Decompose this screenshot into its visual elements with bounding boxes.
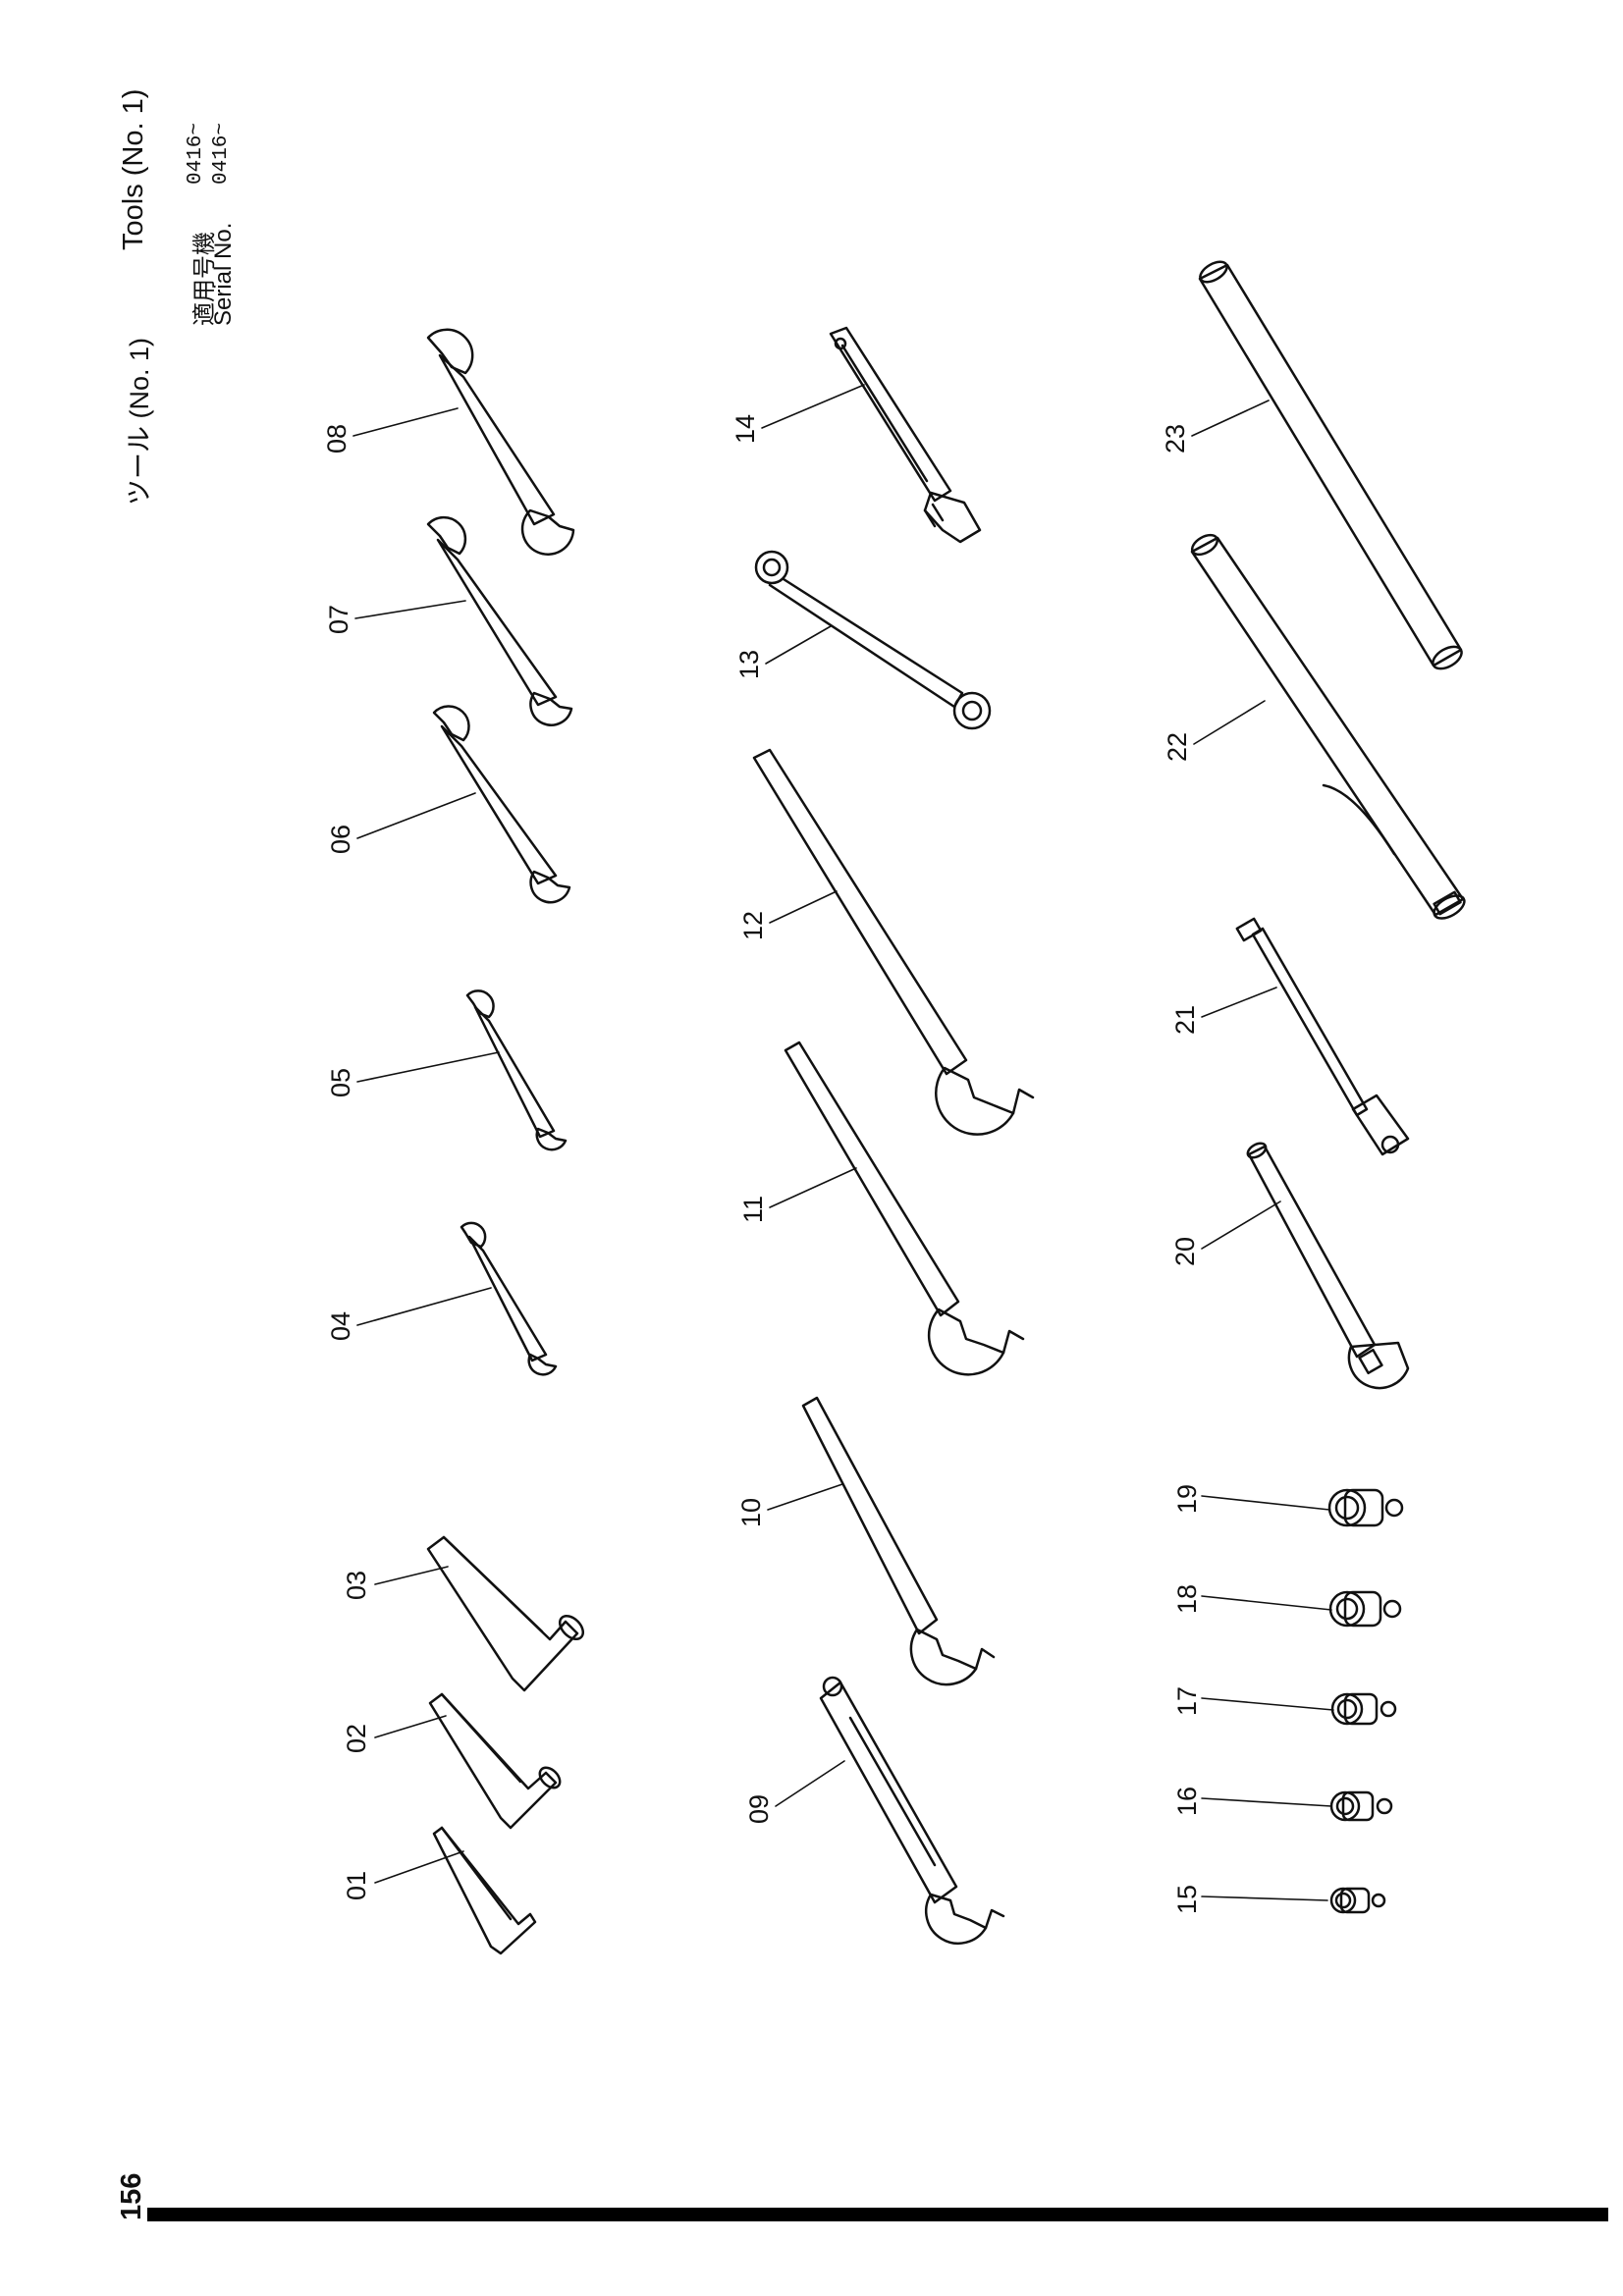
part-16 [1329, 1790, 1393, 1822]
part-label-21: 21 [1170, 1005, 1200, 1035]
part-06 [432, 705, 571, 904]
part-15 [1329, 1887, 1386, 1914]
part-21 [1235, 917, 1410, 1156]
part-17 [1330, 1692, 1397, 1726]
part-label-01: 01 [342, 1871, 371, 1900]
part-08 [426, 328, 575, 556]
part-23 [1198, 260, 1463, 670]
part-14 [829, 326, 982, 544]
part-07 [426, 515, 573, 726]
part-label-07: 07 [324, 605, 353, 634]
part-label-18: 18 [1172, 1584, 1202, 1614]
part-02 [428, 1692, 562, 1830]
part-label-14: 14 [730, 414, 760, 444]
part-01 [432, 1826, 537, 1955]
part-label-22: 22 [1163, 732, 1192, 762]
part-label-06: 06 [326, 825, 355, 854]
part-label-03: 03 [342, 1571, 371, 1600]
page-rule [147, 2208, 1608, 2221]
part-13 [754, 550, 992, 730]
part-10 [801, 1396, 996, 1686]
part-05 [465, 989, 568, 1151]
part-label-09: 09 [744, 1794, 774, 1824]
part-11 [784, 1041, 1025, 1376]
leader-lines [352, 384, 1334, 1901]
part-label-23: 23 [1161, 424, 1190, 454]
part-label-17: 17 [1172, 1686, 1202, 1716]
part-18 [1328, 1590, 1402, 1628]
part-label-02: 02 [342, 1724, 371, 1753]
part-label-15: 15 [1172, 1885, 1202, 1914]
part-04 [460, 1221, 558, 1376]
part-label-11: 11 [738, 1196, 768, 1223]
part-12 [752, 748, 1035, 1136]
part-22 [1190, 533, 1466, 920]
part-label-05: 05 [326, 1068, 355, 1097]
part-03 [426, 1535, 585, 1692]
part-label-20: 20 [1170, 1237, 1200, 1266]
part-label-16: 16 [1172, 1787, 1202, 1816]
part-label-10: 10 [736, 1498, 766, 1527]
part-label-12: 12 [738, 911, 768, 940]
part-20 [1246, 1142, 1410, 1390]
part-label-08: 08 [322, 424, 352, 454]
part-label-04: 04 [326, 1311, 355, 1341]
part-label-13: 13 [734, 650, 764, 679]
part-label-19: 19 [1172, 1484, 1202, 1514]
part-19 [1327, 1488, 1404, 1527]
part-09 [819, 1676, 1005, 1945]
